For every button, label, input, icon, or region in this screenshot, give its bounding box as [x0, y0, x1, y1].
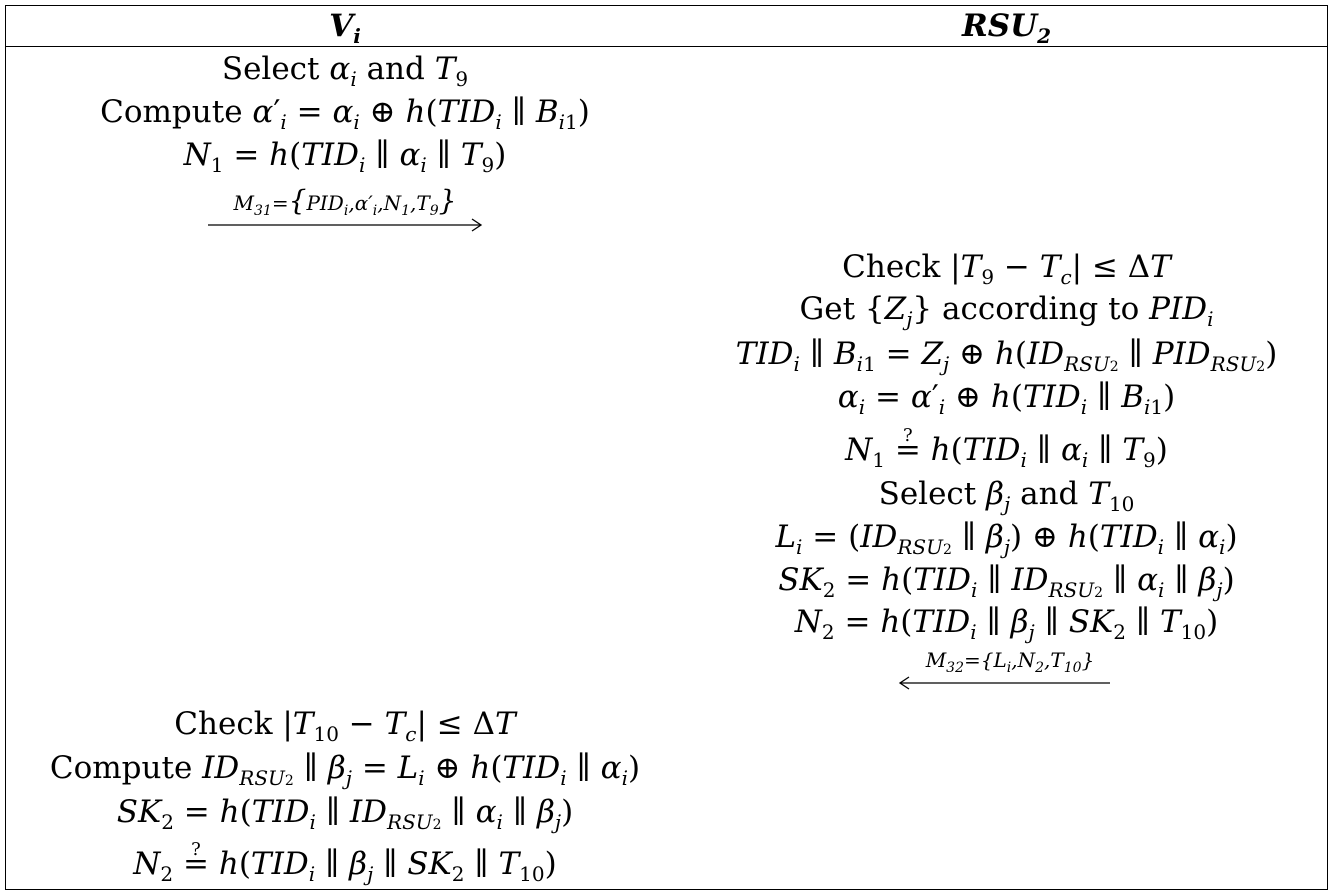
message-m31-label: M31={PIDi,α′i,N1,T9} — [233, 184, 457, 219]
left-line-3: N1 = h(TIDi ∥ αi ∥ T9) — [183, 137, 507, 178]
left-bottom-line-3: SK2 = h(TIDi ∥ IDRSU2 ∥ αi ∥ βj) — [116, 794, 574, 835]
header-vehicle: Vi — [329, 8, 361, 49]
right-line-9: N2 = h(TIDi ∥ βj ∥ SK2 ∥ T10) — [794, 604, 1219, 645]
right-line-5: N1 = h(TIDi ∥ αi ∥ T9) — [685, 431, 1328, 470]
left-bottom-line-4: N2 = h(TIDi ∥ βj ∥ SK2 ∥ T10) — [5, 845, 685, 884]
left-bottom-line-2: Compute IDRSU2 ∥ βj = Li ⊕ h(TIDi ∥ αi) — [49, 750, 641, 791]
right-line-6: Select βj and T10 — [878, 476, 1135, 517]
message-m31-arrow — [208, 218, 484, 232]
right-arrow-icon — [208, 218, 483, 232]
left-line-1: Select αi and T9 — [221, 51, 469, 92]
protocol-table — [5, 5, 1328, 890]
message-m32-label: M32={Li,N2,T10} — [925, 648, 1095, 676]
right-line-7: Li = (IDRSU2 ∥ βj) ⊕ h(TIDi ∥ αi) — [775, 519, 1238, 560]
right-line-8: SK2 = h(TIDi ∥ IDRSU2 ∥ αi ∥ βj) — [778, 562, 1235, 603]
left-bottom-line-1: Check |T10 − Tc| ≤ ΔT — [174, 706, 516, 747]
right-line-3: TIDi ∥ Bi1 = Zj ⊕ h(IDRSU2 ∥ PIDRSU2) — [735, 336, 1278, 377]
right-line-1: Check |T9 − Tc| ≤ ΔT — [842, 249, 1171, 290]
left-arrow-icon — [898, 676, 1110, 690]
message-m32-arrow — [898, 676, 1112, 690]
header-divider — [5, 46, 1328, 47]
right-line-2: Get {Zj} according to PIDi — [799, 291, 1214, 332]
header-rsu: RSU2 — [961, 8, 1052, 49]
right-line-4: αi = α′i ⊕ h(TIDi ∥ Bi1) — [837, 379, 1176, 420]
left-line-2: Compute α′i = αi ⊕ h(TIDi ∥ Bi1) — [100, 94, 590, 135]
